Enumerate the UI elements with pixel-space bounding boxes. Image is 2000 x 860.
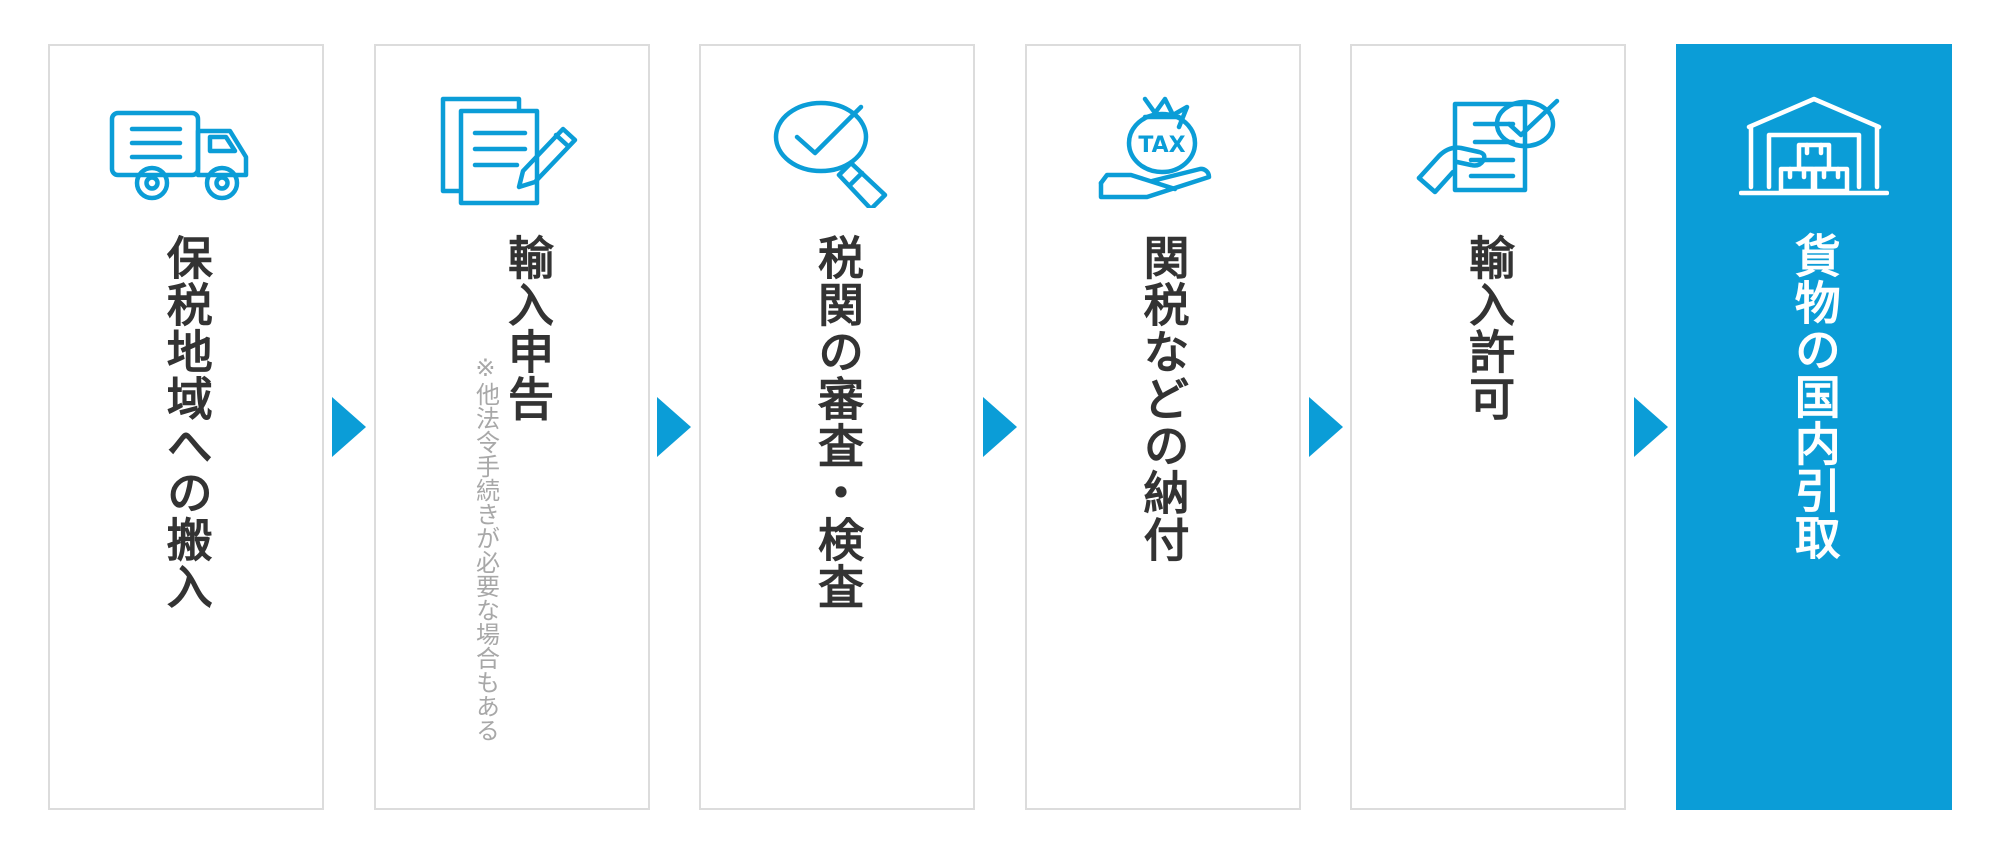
hand-document-check-icon <box>1413 90 1563 210</box>
arrow-right-icon <box>1634 397 1669 457</box>
step-text-6: 貨物の国内引取 <box>1676 232 1952 810</box>
step-text-2: 輸入申告 ※他法令手続きが必要な場合もある <box>376 234 648 808</box>
flow-arrow-1 <box>324 44 374 810</box>
arrow-right-icon <box>1308 397 1343 457</box>
step-text-4: 関税などの納付 <box>1027 234 1299 808</box>
step-card-1[interactable]: 保税地域への搬入 <box>48 44 324 810</box>
step-text-1: 保税地域への搬入 <box>50 234 322 808</box>
step-title-5: 輸入許可 <box>1462 234 1517 422</box>
step-card-2[interactable]: 輸入申告 ※他法令手続きが必要な場合もある <box>373 44 650 810</box>
svg-text:TAX: TAX <box>1138 133 1185 158</box>
step-card-5[interactable]: 輸入許可 <box>1350 44 1627 810</box>
step-text-5: 輸入許可 <box>1352 234 1624 808</box>
flow-arrow-4 <box>1301 44 1351 810</box>
step-title-2: 輸入申告 <box>500 234 555 422</box>
arrow-right-icon <box>657 397 692 457</box>
step-title-6: 貨物の国内引取 <box>1787 232 1842 561</box>
step-card-4[interactable]: TAX 関税などの納付 <box>1024 44 1301 810</box>
step-card-3[interactable]: 税関の審査・検査 <box>699 44 976 810</box>
arrow-right-icon <box>331 397 366 457</box>
tax-money-bag-hand-icon: TAX <box>1093 90 1233 210</box>
step-title-3: 税関の審査・検査 <box>810 234 865 610</box>
flow-arrow-3 <box>975 44 1025 810</box>
arrow-right-icon <box>982 397 1017 457</box>
delivery-truck-icon <box>106 90 266 210</box>
flow-arrow-2 <box>650 44 700 810</box>
step-title-1: 保税地域への搬入 <box>159 234 214 610</box>
step-text-3: 税関の審査・検査 <box>701 234 973 808</box>
step-note-2: ※他法令手続きが必要な場合もある <box>471 354 500 742</box>
magnifier-check-icon <box>767 90 907 210</box>
flow-steps-strip: 保税地域への搬入 輸入申告 ※他法令手続きが必要な場合 <box>48 44 1952 810</box>
flow-arrow-5 <box>1626 44 1676 810</box>
step-title-4: 関税などの納付 <box>1136 234 1191 563</box>
document-pencil-icon <box>437 90 587 210</box>
warehouse-boxes-icon <box>1738 88 1889 208</box>
step-card-6[interactable]: 貨物の国内引取 <box>1675 44 1952 810</box>
